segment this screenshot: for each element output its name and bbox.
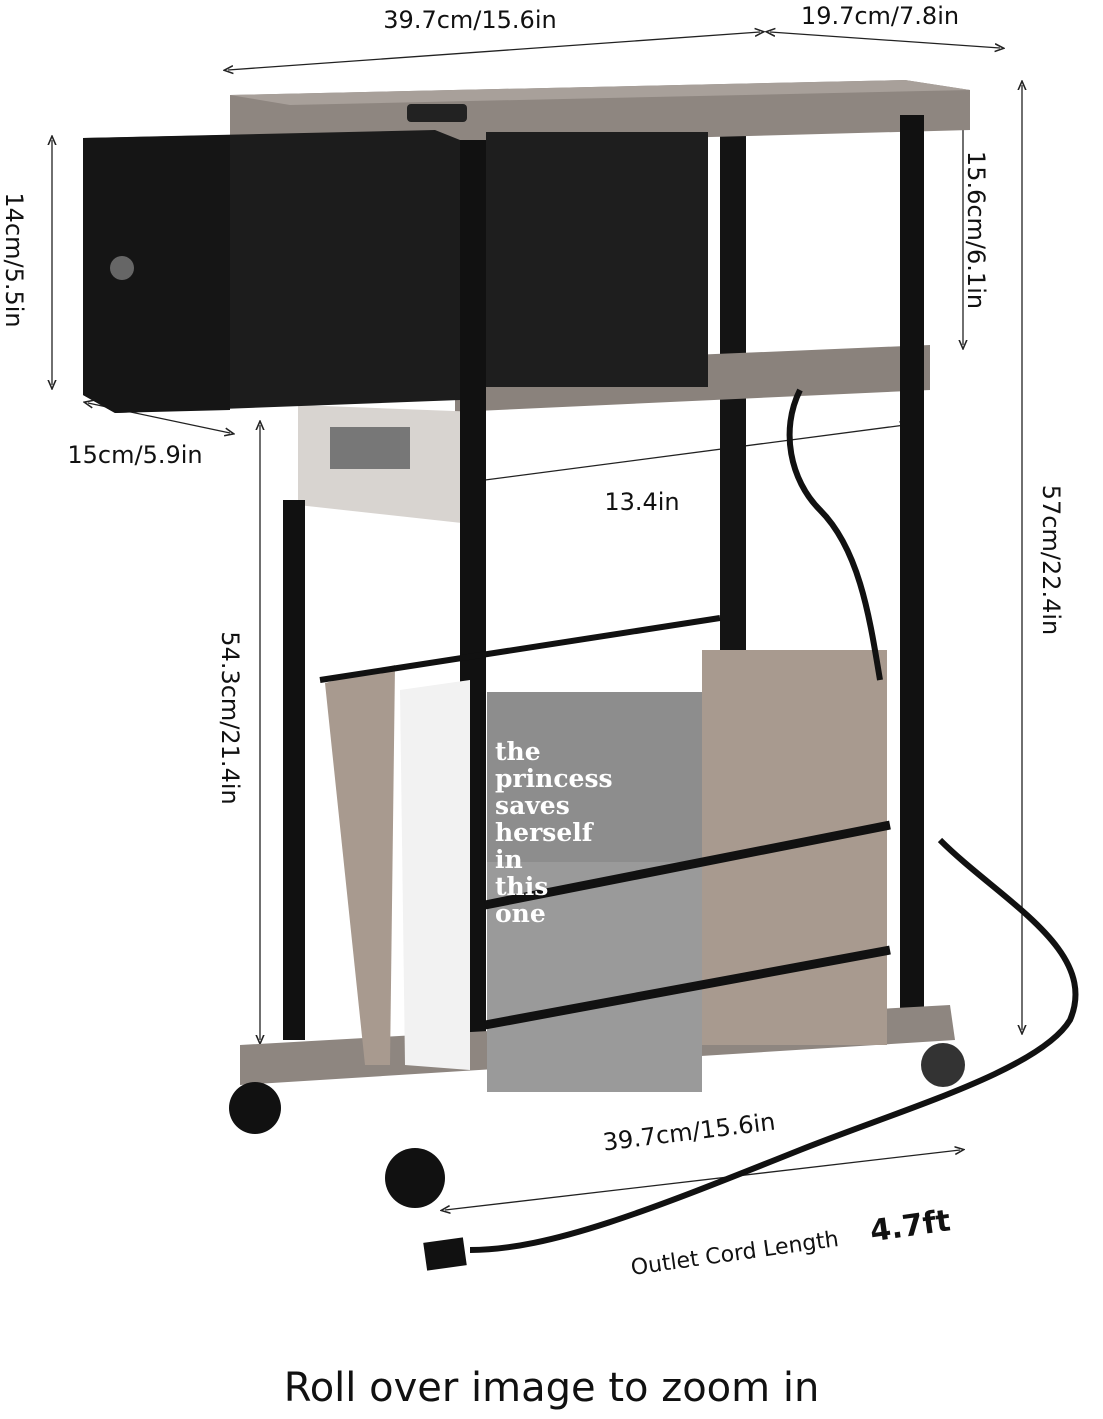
- book-title-line: princess: [495, 764, 613, 793]
- drawer-depth-label: 15cm/5.9in: [67, 441, 202, 469]
- book-title-line: the: [495, 737, 541, 766]
- lower-height-label: 54.3cm/21.4in: [216, 631, 244, 804]
- top-depth-label: 19.7cm/7.8in: [801, 2, 959, 30]
- book-title-line: saves: [495, 791, 570, 820]
- cord-label-text: Outlet Cord Length: [629, 1227, 840, 1281]
- top-width-label: 39.7cm/15.6in: [383, 6, 556, 34]
- product-dimension-diagram: the princess saves herself in this one 3…: [0, 2, 1079, 1281]
- book-title-line: this: [495, 872, 548, 901]
- cord-length-label: Outlet Cord Length 4.7ft: [629, 1203, 953, 1281]
- usb-port-icon: [407, 104, 467, 122]
- side-table: [83, 80, 1079, 1271]
- shelf-gap-label: 15.6cm/6.1in: [962, 151, 990, 309]
- total-height-label: 57cm/22.4in: [1037, 485, 1065, 636]
- inner-width-label: 13.4in: [604, 488, 679, 516]
- book-title: the princess saves herself in this one: [495, 737, 613, 928]
- zoom-hint: Roll over image to zoom in: [283, 1365, 820, 1411]
- book-title-line: in: [495, 845, 523, 874]
- plug-icon: [423, 1237, 467, 1271]
- book-title-line: herself: [495, 818, 595, 847]
- book-title-line: one: [495, 899, 546, 928]
- cord-length-value: 4.7ft: [868, 1203, 953, 1249]
- dimension-lines: [52, 32, 1022, 1210]
- power-outlet-icon: [330, 427, 410, 469]
- base-width-label: 39.7cm/15.6in: [601, 1108, 777, 1157]
- drawer-height-label: 14cm/5.5in: [0, 192, 28, 327]
